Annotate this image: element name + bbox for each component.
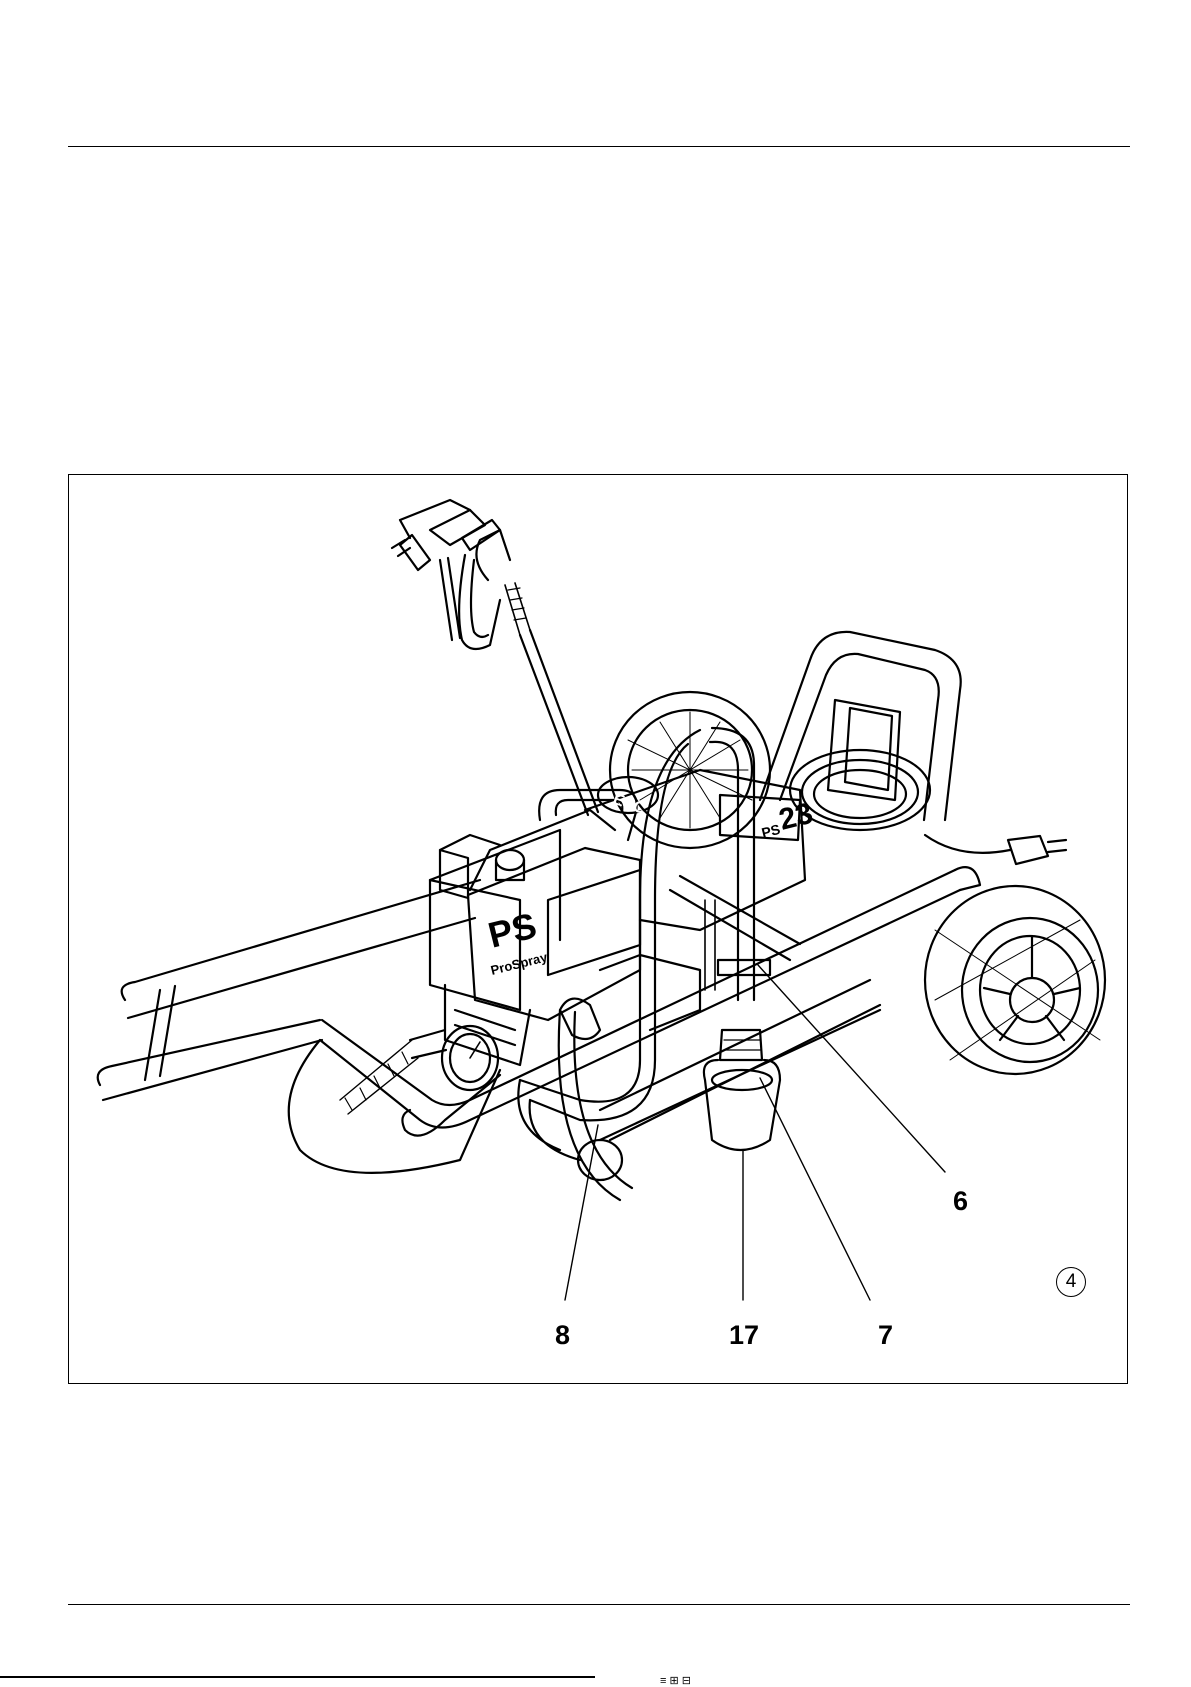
cart-frame <box>98 867 980 1180</box>
callout-8: 8 <box>555 1322 570 1349</box>
callout-6: 6 <box>953 1188 968 1215</box>
suction-tube <box>518 728 780 1160</box>
model-number-lettering: 23 <box>776 797 816 837</box>
callout-17: 17 <box>729 1322 759 1349</box>
power-cable <box>790 750 1066 864</box>
housing-lettering: PS ProSpray PS 23 ESC <box>484 791 816 978</box>
leader-line-6 <box>758 965 945 1172</box>
leader-line-8 <box>565 1125 598 1300</box>
footer-bar <box>0 1676 595 1678</box>
front-wheel <box>925 886 1105 1074</box>
leader-lines <box>565 965 945 1300</box>
figure-number-badge: 4 <box>1056 1267 1086 1297</box>
brand-lettering: PS <box>484 904 541 955</box>
callout-7: 7 <box>878 1322 893 1349</box>
spray-gun <box>392 500 598 815</box>
footer-rule <box>68 1604 1130 1605</box>
footer-mark: ≡ ⊞ ⊟ <box>660 1674 691 1687</box>
leader-line-7 <box>760 1078 870 1300</box>
return-hose <box>559 876 800 1200</box>
rear-wheel <box>610 692 770 848</box>
